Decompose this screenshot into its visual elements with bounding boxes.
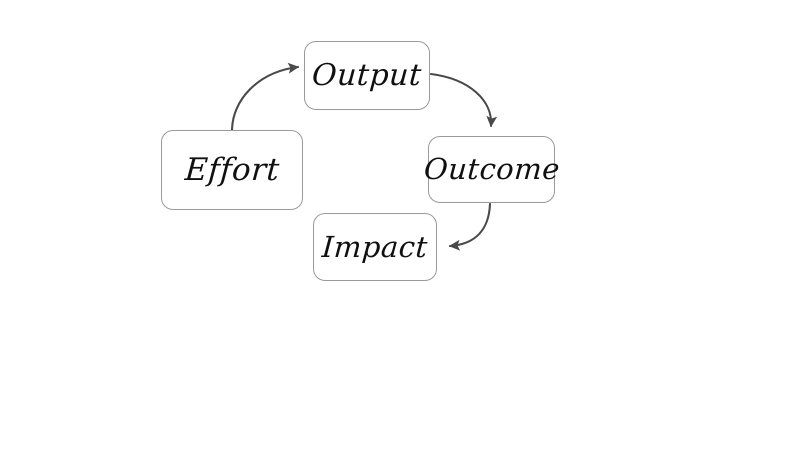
edge-output-to-outcome xyxy=(429,72,498,128)
edge-outcome-to-impact xyxy=(448,202,492,251)
edge-effort-to-output xyxy=(230,62,300,133)
node-output[interactable]: Output xyxy=(304,41,430,110)
node-impact-label: Impact xyxy=(320,229,430,264)
node-outcome[interactable]: Outcome xyxy=(422,136,561,203)
node-effort-label: Effort xyxy=(183,151,281,188)
node-output-label: Output xyxy=(311,57,424,93)
node-outcome-label: Outcome xyxy=(422,152,561,186)
node-impact[interactable]: Impact xyxy=(313,213,437,281)
node-effort[interactable]: Effort xyxy=(161,130,303,210)
